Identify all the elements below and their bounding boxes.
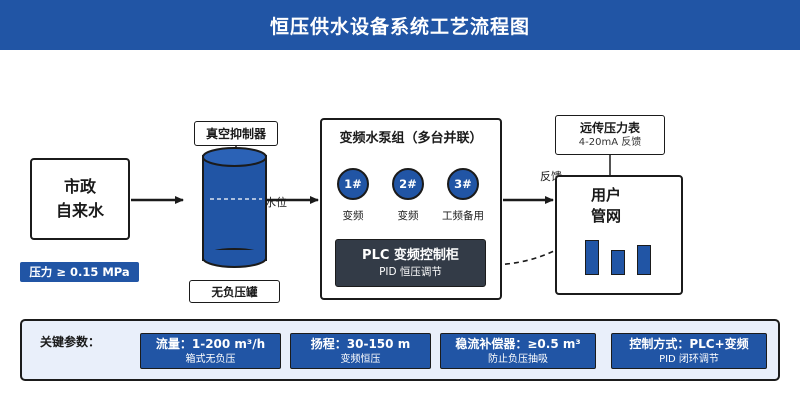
remote-pressure-gauge: 远传压力表 4-20mA 反馈 [555,115,665,155]
tank-label: 无负压罐 [189,280,280,303]
key-parameters-label: 关键参数： [40,335,101,349]
pump-3-caption: 工频备用 [442,210,484,222]
plc-title: PLC 变频控制柜 [362,247,459,263]
plc-control-cabinet: PLC 变频控制柜 PID 恒压调节 [335,239,486,287]
pump-group-title: 变频水泵组（多台并联） [339,131,483,146]
param-sub: PID 闭环调节 [659,354,719,365]
source-line2: 自来水 [55,201,104,220]
param-card-head: 扬程：30-150 m 变频恒压 [290,333,431,369]
municipal-water-source: 市政 自来水 [30,158,130,240]
user-line2: 管网 [591,207,622,225]
pump-2-icon: 2# [392,168,424,200]
pump-3-icon: 3# [447,168,479,200]
building-bar-icon [611,250,625,275]
param-main: 控制方式：PLC+变频 [629,337,749,351]
param-sub: 变频恒压 [340,354,381,365]
param-card-flow: 流量：1-200 m³/h 箱式无负压 [140,333,281,369]
source-line1: 市政 [63,177,96,196]
building-bar-icon [585,240,599,275]
meter-title: 远传压力表 [579,121,640,135]
param-sub: 防止负压抽吸 [488,354,548,365]
param-main: 扬程：30-150 m [310,337,411,351]
pump-1-caption: 变频 [342,210,364,222]
user-label: 用户 管网 [591,185,621,227]
title-bar: 恒压供水设备系统工艺流程图 [0,0,800,50]
vacuum-suppressor-label: 真空抑制器 [194,121,278,146]
param-main: 稳流补偿器：≥0.5 m³ [455,337,581,351]
user-line1: 用户 [591,186,622,204]
building-bar-icon [637,245,651,275]
page-title: 恒压供水设备系统工艺流程图 [269,15,530,38]
pump-1-icon: 1# [337,168,369,200]
user-pipe-network: 用户 管网 [555,175,683,295]
meter-subtitle: 4-20mA 反馈 [578,137,642,148]
pump-2-caption: 变频 [397,210,419,222]
pressure-badge: 压力 ≥ 0.15 MPa [20,262,139,282]
tank-cylinder [202,147,267,268]
param-card-compensator: 稳流补偿器：≥0.5 m³ 防止负压抽吸 [440,333,596,369]
param-card-control: 控制方式：PLC+变频 PID 闭环调节 [611,333,767,369]
param-main: 流量：1-200 m³/h [155,337,266,351]
water-level-label: 水位 [265,196,287,209]
param-sub: 箱式无负压 [185,354,236,365]
plc-subtitle: PID 恒压调节 [379,265,442,278]
